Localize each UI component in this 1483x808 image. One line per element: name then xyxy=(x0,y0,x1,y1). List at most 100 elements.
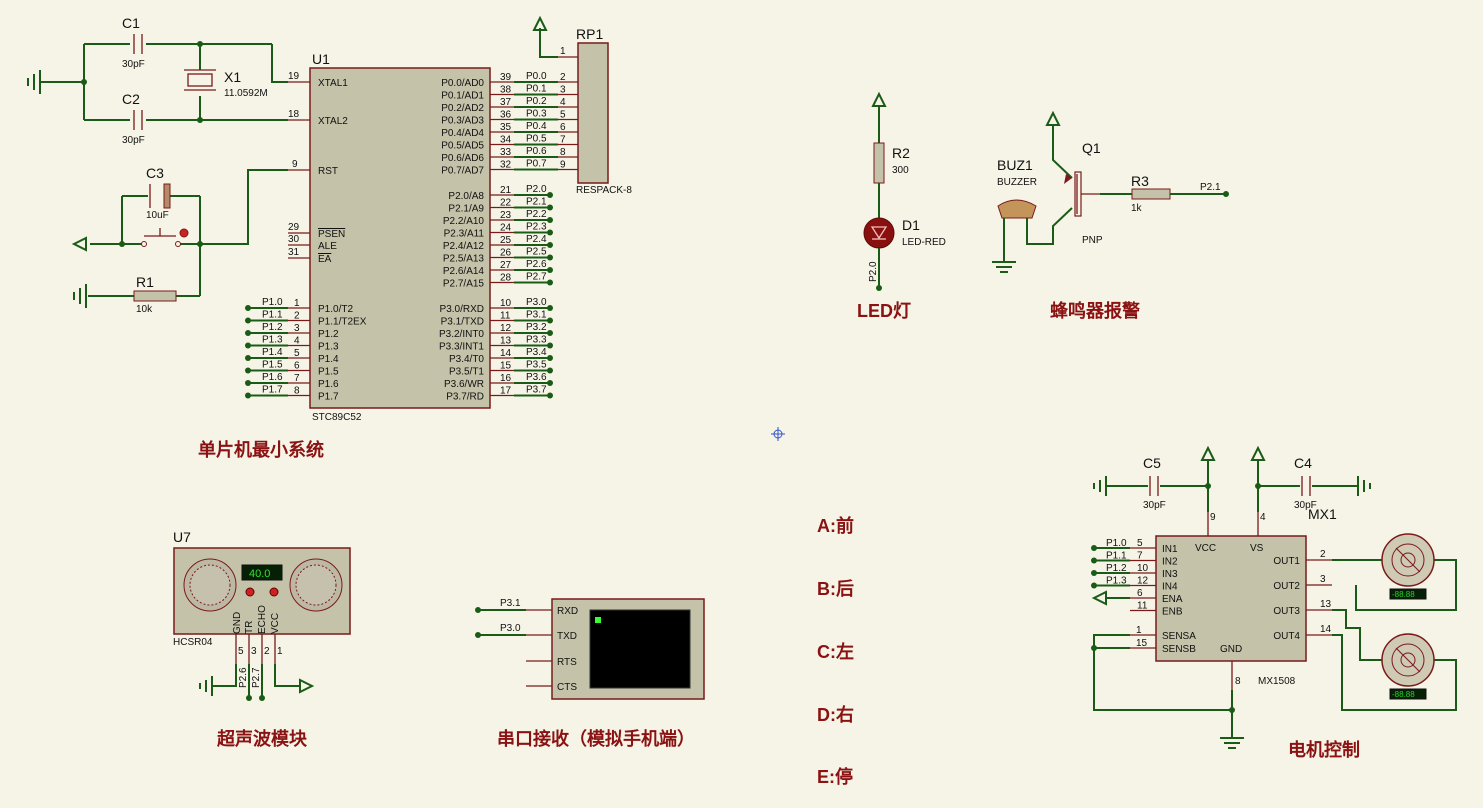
u1-pin-num: 29 xyxy=(288,222,300,233)
rp1-pin-num: 8 xyxy=(560,147,566,158)
c5-ref: C5 xyxy=(1143,455,1161,471)
net-label: P3.5 xyxy=(526,360,547,371)
u1-pin-num: 23 xyxy=(500,210,512,221)
serial-section-title: 串口接收（模拟手机端） xyxy=(497,728,695,749)
ground-icon xyxy=(196,674,216,698)
net-label: P0.3 xyxy=(526,109,547,120)
motor-icon xyxy=(1391,643,1425,677)
reset-button[interactable] xyxy=(179,228,189,238)
ground-icon xyxy=(1090,474,1110,498)
u7-part: HCSR04 xyxy=(173,637,213,648)
command-forward: A:前 xyxy=(817,515,854,536)
hcsr04-pin-num: 2 xyxy=(264,646,270,657)
c3-icon[interactable] xyxy=(163,183,171,209)
motor-icon xyxy=(1391,543,1425,577)
u1-pin-num: 27 xyxy=(500,260,512,271)
crystal-icon[interactable] xyxy=(187,73,213,87)
mx-pin-num: 8 xyxy=(1235,676,1241,687)
u1-pin-num: 1 xyxy=(294,298,300,309)
x1-value: 11.0592M xyxy=(224,88,268,99)
u1-pin-name: P2.4/A12 xyxy=(443,241,485,252)
rp1-ref: RP1 xyxy=(576,26,603,42)
u1-pin-num: 22 xyxy=(500,198,512,209)
r3-icon[interactable] xyxy=(1131,188,1171,200)
net-label: P3.6 xyxy=(526,372,547,383)
u1-port1: 1P1.0/T2P1.02P1.1/T2EXP1.13P1.2P1.24P1.3… xyxy=(245,297,367,403)
u1-pin-name: P0.4/AD4 xyxy=(441,128,484,139)
mx-pin-name: IN4 xyxy=(1162,582,1178,593)
u1-pin-num: 8 xyxy=(294,386,300,397)
u1-pin-name: P3.6/WR xyxy=(444,379,484,390)
decrease-button[interactable] xyxy=(245,587,255,597)
net-label: P0.5 xyxy=(526,134,547,145)
u1-pin-name: P2.7/A15 xyxy=(443,279,485,290)
motor-2-readout: -88.88 xyxy=(1392,690,1415,699)
mx-pin-name: IN1 xyxy=(1162,544,1178,555)
mx1508-body[interactable] xyxy=(1155,535,1307,662)
power-arrow-icon xyxy=(1200,445,1216,461)
mx-pin-name: OUT2 xyxy=(1273,581,1300,592)
led-icon[interactable] xyxy=(863,217,895,249)
mx1-ref: MX1 xyxy=(1308,506,1337,522)
mx-pin-num: 11 xyxy=(1137,601,1148,612)
motor-1[interactable]: -88.88 xyxy=(1381,533,1435,600)
u1-pin-num: 18 xyxy=(288,109,300,120)
buz1-part: BUZZER xyxy=(997,177,1037,188)
command-stop: E:停 xyxy=(817,766,853,787)
u1-body[interactable] xyxy=(309,67,491,409)
u1-pin-num: 14 xyxy=(500,348,512,359)
net-label: P0.4 xyxy=(526,121,547,132)
net-label: P1.1 xyxy=(1106,551,1127,562)
u1-pin-num: 13 xyxy=(500,336,512,347)
mx-pin-num: 14 xyxy=(1320,624,1332,635)
mx-pin-num: 1 xyxy=(1136,625,1142,636)
echo-net-label: P2.7 xyxy=(251,667,262,688)
buzzer-section: Q1 PNP R3 1k P2.1 BUZ1 BUZZER 蜂鸣器报警 xyxy=(992,110,1229,321)
mx-pin-num: 6 xyxy=(1137,588,1143,599)
c5-value: 30pF xyxy=(1143,500,1166,511)
mx-pin-num: 7 xyxy=(1137,551,1143,562)
u1-pin-num: 28 xyxy=(500,273,512,284)
command-legend: A:前 B:后 C:左 D:右 E:停 xyxy=(817,515,854,787)
u1-pin-name: P0.1/AD1 xyxy=(441,91,484,102)
net-label: P2.2 xyxy=(526,209,547,220)
net-label: P3.0 xyxy=(526,297,547,308)
d1-part: LED-RED xyxy=(902,237,946,248)
rp1-pin-num: 2 xyxy=(560,72,566,83)
mx-pin-num: 9 xyxy=(1210,512,1216,523)
serial-section: RXD TXD RTS CTS P3.1 P3.0 串口接收（模拟手机端） xyxy=(475,598,705,749)
hcsr04-pin-name: GND xyxy=(232,612,243,634)
u1-pin-num: 38 xyxy=(500,85,512,96)
u1-pin-name: P1.4 xyxy=(318,354,339,365)
net-label: P3.1 xyxy=(526,310,547,321)
mx-pin-name: GND xyxy=(1220,644,1242,655)
c4-ref: C4 xyxy=(1294,455,1312,471)
net-label: P1.2 xyxy=(1106,563,1127,574)
command-right: D:右 xyxy=(817,704,854,725)
net-label: P2.0 xyxy=(526,184,547,195)
power-arrow-icon xyxy=(532,15,548,31)
rp1-body[interactable] xyxy=(577,42,609,184)
u1-pin-num: 17 xyxy=(500,386,512,397)
u1-pin-name: XTAL1 xyxy=(318,78,348,89)
command-left: C:左 xyxy=(817,641,854,662)
r1-icon[interactable] xyxy=(133,290,177,302)
led-section-title: LED灯 xyxy=(857,301,911,321)
mx-input-pins: 5IN1P1.07IN2P1.110IN3P1.212IN4P1.36ENA11… xyxy=(1091,538,1196,655)
u1-pin-name: EA xyxy=(318,254,332,265)
u1-pin-num: 15 xyxy=(500,361,512,372)
u1-pin-num: 4 xyxy=(294,336,300,347)
r2-icon[interactable] xyxy=(873,142,885,184)
net-label: P0.6 xyxy=(526,146,547,157)
buzzer-icon[interactable] xyxy=(997,199,1037,219)
u1-pin-name: P3.3/INT1 xyxy=(439,342,484,353)
c1-value: 30pF xyxy=(122,59,145,70)
terminal-screen[interactable] xyxy=(589,609,691,689)
increase-button[interactable] xyxy=(269,587,279,597)
net-label: P3.3 xyxy=(526,335,547,346)
motor-2[interactable]: -88.88 xyxy=(1381,633,1435,700)
mx-pin-num: 12 xyxy=(1137,576,1149,587)
u1-pin-name: XTAL2 xyxy=(318,116,348,127)
u1-pin-num: 16 xyxy=(500,373,512,384)
